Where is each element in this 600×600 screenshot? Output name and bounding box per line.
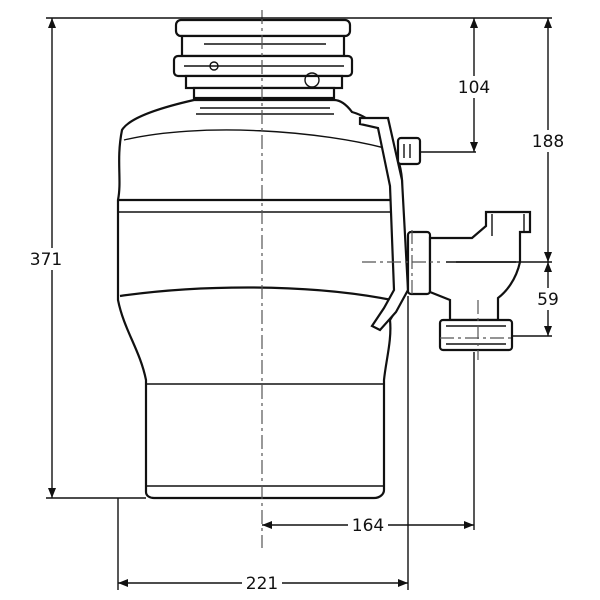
body-width-label: 221 [246,574,278,594]
extension-lines [46,17,552,590]
center-to-outlet-label: 164 [352,516,384,536]
outlet-offset-label: 59 [537,290,559,310]
center-lines [261,10,512,548]
side-bracket [358,116,422,332]
disposer-body [116,98,404,500]
outlet-elbow [406,210,532,352]
inlet-height-label: 104 [458,78,490,98]
mounting-flange [172,18,354,115]
outlet-height-label: 188 [532,132,564,152]
overall-height-label: 371 [30,250,62,270]
